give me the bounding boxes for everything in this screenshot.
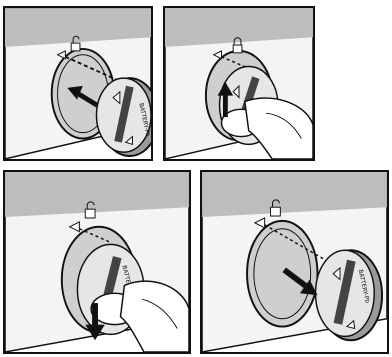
- step-4-panel: BATTERY-Pb: [200, 170, 389, 354]
- battery-cap: BATTERY-Pb: [316, 250, 383, 340]
- battery-cap: BATTERY-Pb: [96, 78, 151, 156]
- step-4-illustration: BATTERY-Pb: [202, 172, 387, 352]
- step-2-illustration: [165, 8, 313, 159]
- step-3-panel: BATTERY-Pb: [3, 170, 191, 354]
- step-2-panel: [163, 6, 315, 161]
- step-1-illustration: BATTERY-Pb: [5, 8, 151, 159]
- step-1-panel: BATTERY-Pb: [3, 6, 153, 161]
- step-3-illustration: BATTERY-Pb: [5, 172, 189, 352]
